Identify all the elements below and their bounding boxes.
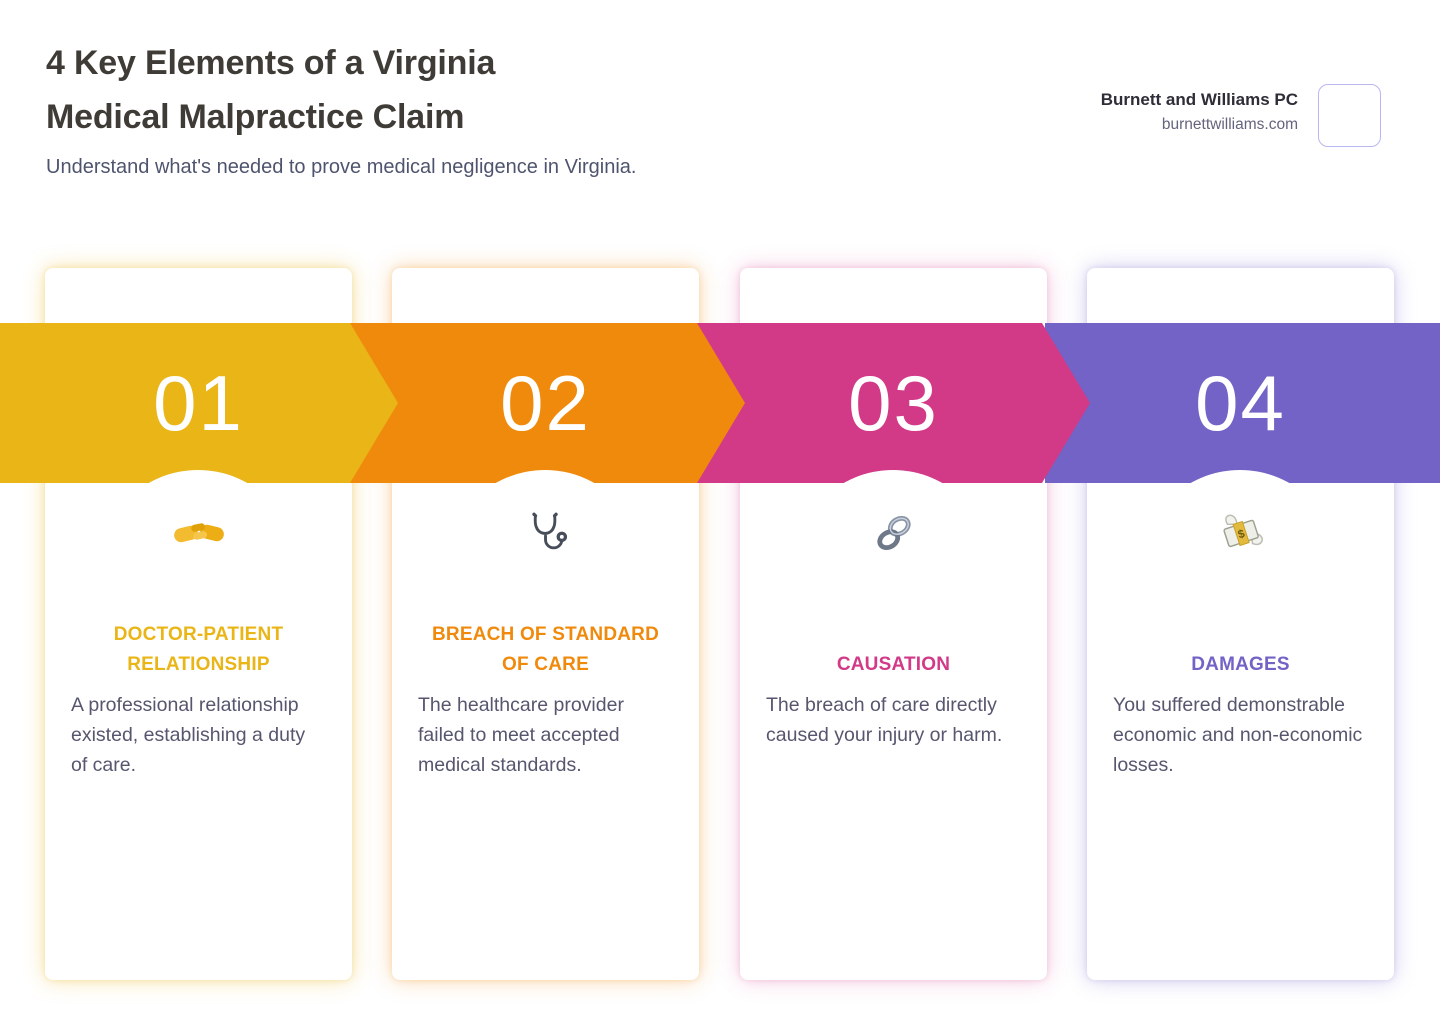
logo-placeholder-box	[1318, 84, 1381, 147]
page-title-line1: 4 Key Elements of a Virginia	[46, 44, 496, 82]
page-title: 4 Key Elements of a Virginia Medical Mal…	[46, 36, 686, 144]
step-arrow-band: 01 02 03 04	[0, 323, 1440, 670]
step-title: DAMAGES	[1191, 654, 1290, 675]
svg-text:$: $	[1236, 528, 1246, 542]
step-card-damages: $ DAMAGES You suffered demonstrable econ…	[1087, 268, 1394, 980]
step-number: 02	[500, 358, 591, 447]
icon-medallion	[793, 470, 993, 670]
step-title: BREACH OF STANDARD OF CARE	[431, 624, 660, 675]
chain-link-icon	[871, 508, 917, 558]
step-description: A professional relationship existed, est…	[71, 694, 306, 776]
brand-website: burnettwilliams.com	[1161, 116, 1298, 133]
step-number: 01	[153, 358, 244, 447]
step-card-breach-of-standard-of-care: BREACH OF STANDARD OF CARE The healthcar…	[392, 268, 699, 980]
arrow-segment-3	[697, 323, 1090, 483]
step-title: DOCTOR-PATIENT RELATIONSHIP	[113, 624, 284, 675]
page-title-line2: Medical Malpractice Claim	[46, 98, 465, 136]
brand-block: Burnett and Williams PC burnettwilliams.…	[1101, 90, 1298, 134]
arrow-segment-1	[0, 323, 398, 483]
icon-medallion	[1140, 470, 1340, 670]
icon-medallion	[445, 470, 645, 670]
step-card-doctor-patient-relationship: DOCTOR-PATIENT RELATIONSHIP A profession…	[45, 268, 352, 980]
money-with-wings-icon: $	[1214, 508, 1268, 558]
page-subtitle: Understand what's needed to prove medica…	[46, 156, 637, 178]
step-number: 03	[848, 358, 939, 447]
arrow-segment-4	[1045, 323, 1440, 483]
step-description: The healthcare provider failed to meet a…	[418, 694, 624, 776]
step-title: CAUSATION	[836, 654, 951, 675]
step-card-causation: CAUSATION The breach of care directly ca…	[740, 268, 1047, 980]
arrow-segment-2	[350, 323, 745, 483]
stethoscope-icon	[523, 508, 569, 558]
step-number: 04	[1195, 358, 1286, 447]
handshake-icon	[173, 508, 225, 558]
icon-medallion	[98, 470, 298, 670]
step-description: You suffered demonstrable economic and n…	[1113, 694, 1363, 776]
brand-name: Burnett and Williams PC	[1100, 90, 1298, 109]
step-description: The breach of care directly caused your …	[766, 694, 1003, 746]
